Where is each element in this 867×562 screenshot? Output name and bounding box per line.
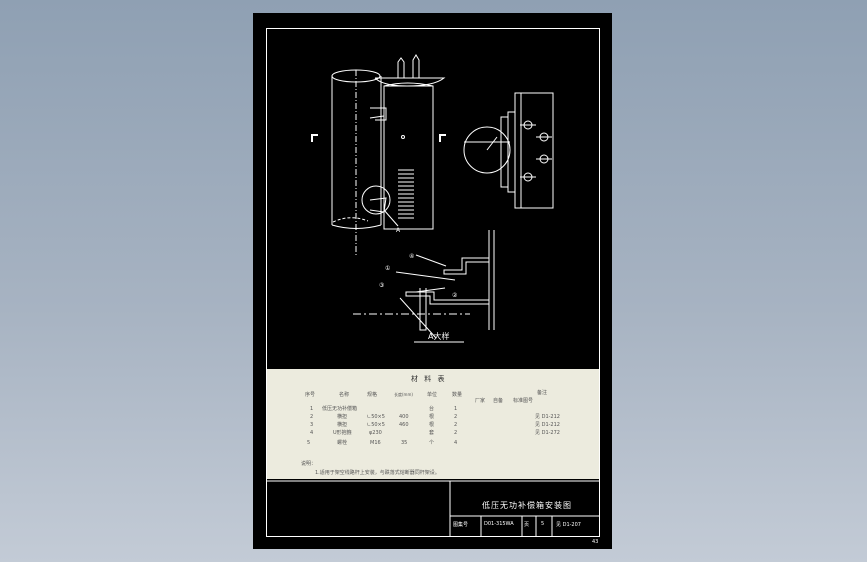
detail-a-bracket bbox=[353, 230, 495, 343]
col-header-qty: 数量 bbox=[452, 392, 463, 398]
detail-a-circle bbox=[361, 185, 391, 215]
vent-slots bbox=[398, 169, 414, 219]
subheader-maker: 厂家 bbox=[475, 398, 486, 404]
notes-text: 1.适用于架空线路杆上安装，与跌落式熔断器同杆架设。 bbox=[315, 470, 440, 476]
marker-2: ② bbox=[452, 292, 458, 299]
col-header-name: 名称 bbox=[339, 392, 350, 398]
section-markers bbox=[311, 134, 446, 142]
subheader-self: 自备 bbox=[493, 398, 504, 404]
subheader-std: 标准图号 bbox=[513, 398, 534, 404]
drawing-title: 低压无功补偿箱安装图 bbox=[482, 501, 572, 510]
marker-4: ④ bbox=[409, 253, 414, 260]
label-approved: 图集号 bbox=[453, 522, 469, 528]
col-header-unit: 单位 bbox=[427, 392, 438, 398]
drawing-frame bbox=[266, 28, 600, 537]
marker-3: ③ bbox=[379, 282, 384, 289]
col-header-no: 序号 bbox=[305, 392, 316, 398]
sheet-number: 43 bbox=[592, 539, 599, 545]
col-header-length: 长度(mm) bbox=[394, 392, 413, 397]
col-header-remark: 备注 bbox=[537, 390, 548, 396]
label-page: 页 bbox=[524, 522, 530, 528]
detail-a-label: A大样 bbox=[428, 331, 449, 341]
page-value: 5 bbox=[541, 521, 545, 527]
marker-1: ① bbox=[385, 265, 390, 272]
clamp-side-view bbox=[463, 92, 554, 209]
callout-a: A bbox=[396, 227, 401, 234]
title-block bbox=[267, 480, 600, 536]
atlas-number: D01-315WA bbox=[484, 521, 514, 527]
material-table: 材 料 表 序号 名称 规格 长度(mm) 单位 数量 备注 厂家 自备 标准图… bbox=[267, 369, 599, 479]
table-title: 材 料 表 bbox=[411, 375, 447, 383]
notes-title: 说明： bbox=[301, 461, 317, 467]
compensation-box bbox=[361, 54, 446, 230]
col-header-spec: 规格 bbox=[367, 392, 378, 398]
utility-pole bbox=[331, 69, 382, 256]
std-number: 见 D1-207 bbox=[556, 522, 581, 528]
